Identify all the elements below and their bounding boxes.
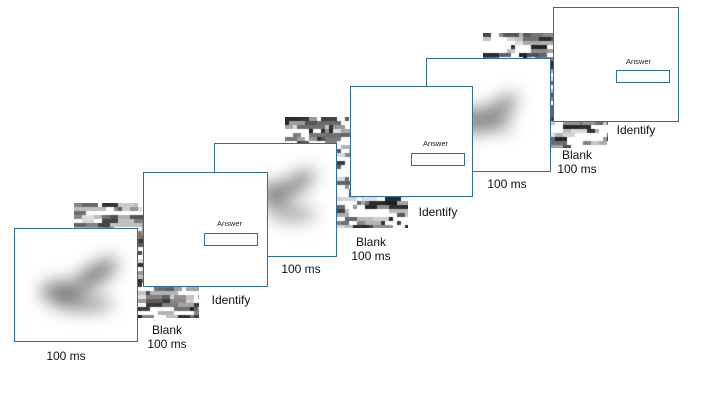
answer-input[interactable] (616, 70, 670, 83)
response-frame: Answer (143, 172, 268, 287)
answer-label: Answer (217, 219, 243, 228)
answer-label: Answer (626, 57, 652, 66)
answer-input[interactable] (204, 233, 258, 246)
identify-caption-2: Identify (418, 205, 458, 219)
answer-input[interactable] (411, 153, 465, 166)
stimulus-frame (14, 228, 138, 342)
response-frame: Answer (350, 86, 473, 197)
duration-caption-1: 100 ms (46, 349, 86, 363)
answer-label: Answer (423, 139, 449, 148)
identify-caption-3: Identify (616, 123, 656, 137)
duration-caption-2: 100 ms (281, 262, 321, 276)
blurred-stimulus (40, 258, 118, 311)
duration-caption-3: 100 ms (487, 177, 527, 191)
response-frame: Answer (553, 7, 679, 122)
identify-caption-1: Identify (211, 293, 251, 307)
